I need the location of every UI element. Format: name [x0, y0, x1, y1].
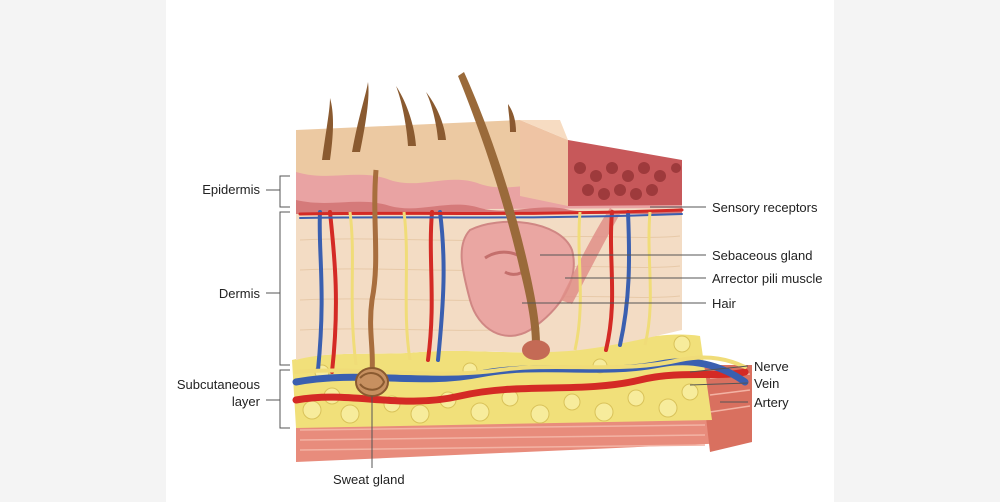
leader-lines	[266, 175, 749, 468]
main-hair	[458, 72, 550, 360]
label-sweat-gland: Sweat gland	[333, 472, 405, 487]
label-vein: Vein	[754, 376, 780, 391]
dermal-vessels	[298, 208, 684, 374]
label-artery: Artery	[754, 395, 789, 410]
label-arrector-pili-muscle: Arrector pili muscle	[712, 271, 823, 286]
arrector-pili-muscle	[560, 208, 620, 304]
label-dermis: Dermis	[218, 286, 260, 301]
hair-shafts	[322, 82, 516, 160]
epidermis-layer	[296, 120, 682, 214]
label-hair: Hair	[712, 296, 736, 311]
label-subcutaneous-line2: layer	[231, 394, 260, 409]
muscle-layer	[296, 365, 752, 462]
label-sensory-receptors: Sensory receptors	[712, 200, 818, 215]
label-nerve: Nerve	[754, 359, 789, 374]
label-epidermis: Epidermis	[202, 182, 260, 197]
label-subcutaneous-line1: Subcutaneous	[176, 377, 260, 392]
label-sebaceous-gland: Sebaceous gland	[712, 248, 813, 263]
dermal-nerves	[348, 211, 652, 366]
